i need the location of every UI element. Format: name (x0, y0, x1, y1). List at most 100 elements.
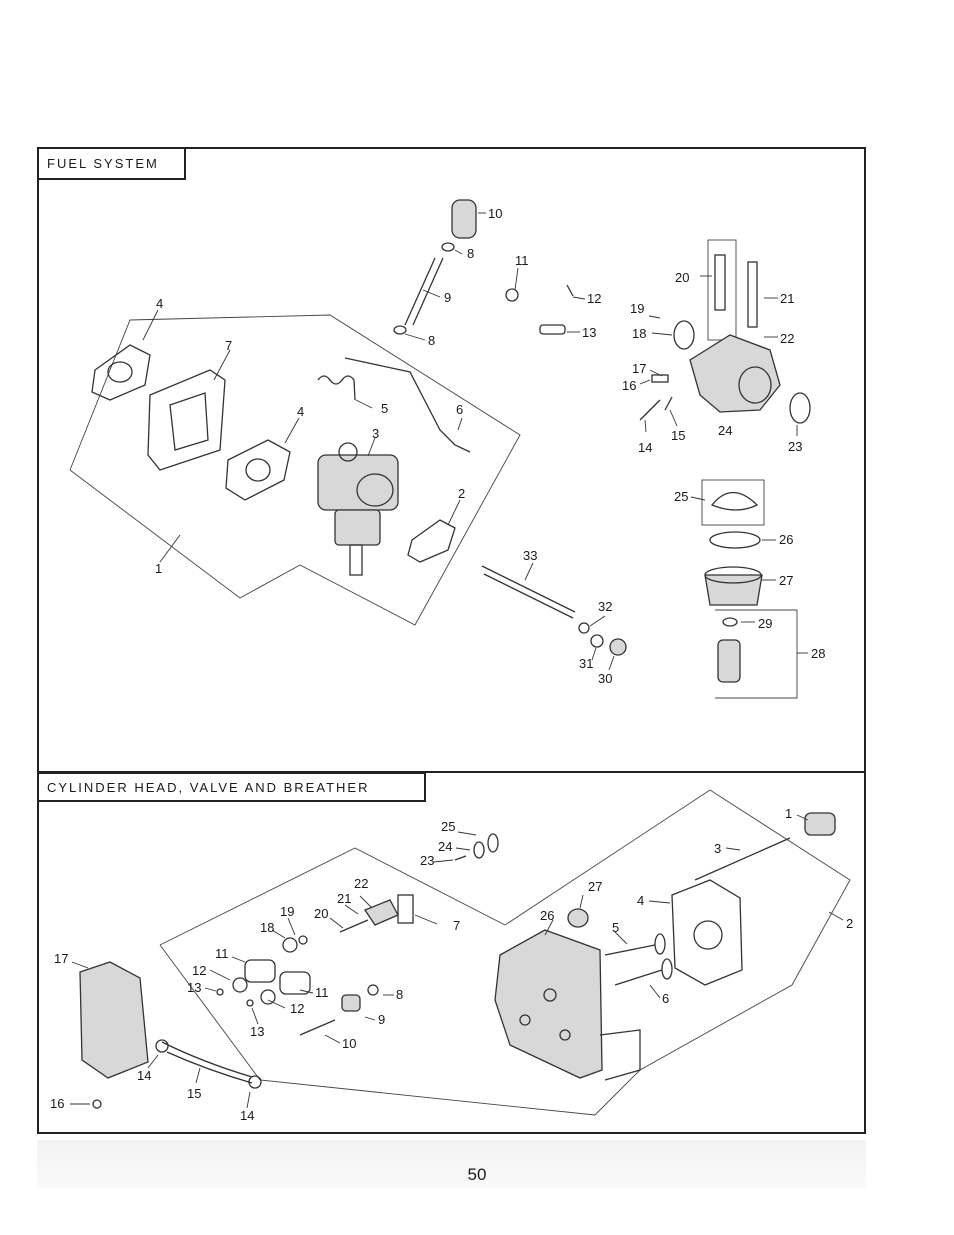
part-spring-11b (280, 972, 310, 994)
fuel-callout-22: 22 (780, 331, 794, 346)
fuel-callout-4a: 4 (156, 296, 163, 311)
cylinder-callout-labels: 1 2 3 4 5 6 7 8 9 10 11 11 12 12 13 13 1… (50, 806, 853, 1123)
part-keeper-13a (217, 989, 223, 995)
cyl-callout-14b: 14 (240, 1108, 254, 1123)
part-heat-shield (148, 370, 225, 470)
part-plate-7 (398, 895, 413, 923)
fuel-callout-28: 28 (811, 646, 825, 661)
fuel-callout-4b: 4 (297, 404, 304, 419)
part-27 (568, 909, 588, 927)
part-float (712, 493, 757, 511)
fuel-callout-33: 33 (523, 548, 537, 563)
cyl-callout-21: 21 (337, 891, 351, 906)
fuel-callout-15: 15 (671, 428, 685, 443)
fuel-callout-20: 20 (675, 270, 689, 285)
part-24 (474, 842, 484, 858)
fuel-callout-6: 6 (456, 402, 463, 417)
part-clamp-14a (156, 1040, 168, 1052)
cyl-callout-14a: 14 (137, 1068, 151, 1083)
part-keeper-13b (247, 1000, 253, 1006)
cyl-callout-8: 8 (396, 987, 403, 1002)
cyl-callout-19: 19 (280, 904, 294, 919)
fuel-callout-32: 32 (598, 599, 612, 614)
cyl-callout-24: 24 (438, 839, 452, 854)
cyl-callout-26: 26 (540, 908, 554, 923)
fuel-callout-23: 23 (788, 439, 802, 454)
part-head-gasket (672, 880, 742, 985)
fuel-callout-14: 14 (638, 440, 652, 455)
part-25 (488, 834, 498, 852)
fuel-callout-16: 16 (622, 378, 636, 393)
cyl-callout-2: 2 (846, 916, 853, 931)
cyl-callout-5: 5 (612, 920, 619, 935)
cyl-callout-13b: 13 (250, 1024, 264, 1039)
fuel-callout-2: 2 (458, 486, 465, 501)
fuel-callout-3: 3 (372, 426, 379, 441)
part-19 (299, 936, 307, 944)
fuel-callout-8b: 8 (428, 333, 435, 348)
part-breather-hose (162, 1042, 252, 1083)
fuel-callout-21: 21 (780, 291, 794, 306)
fuel-callout-13: 13 (582, 325, 596, 340)
part-12 (567, 285, 573, 296)
fuel-callout-19: 19 (630, 301, 644, 316)
part-bolt-10 (300, 1020, 335, 1035)
part-retainer-12a (233, 978, 247, 992)
part-throttle-rod (345, 358, 470, 452)
fuel-callout-11: 11 (515, 253, 529, 268)
fuel-callout-17: 17 (632, 361, 646, 376)
cyl-callout-25: 25 (441, 819, 455, 834)
part-stud (482, 566, 575, 618)
part-spring-11a (245, 960, 275, 982)
part-13 (540, 325, 565, 334)
part-8 (368, 985, 378, 995)
part-23 (455, 856, 466, 860)
cyl-callout-7: 7 (453, 918, 460, 933)
cyl-callout-9: 9 (378, 1012, 385, 1027)
fuel-callout-26: 26 (779, 532, 793, 547)
part-carburetor (318, 443, 398, 575)
fuel-system-diagram: 1 2 3 4 4 5 6 7 8 8 9 10 11 12 13 14 15 … (70, 200, 825, 698)
part-seal-18 (283, 938, 297, 952)
cyl-callout-12a: 12 (192, 963, 206, 978)
cyl-callout-1: 1 (785, 806, 792, 821)
part-gasket-right (226, 440, 290, 500)
part-push-rod (695, 838, 790, 880)
part-gasket-left (92, 345, 150, 400)
part-carb-gasket (408, 520, 455, 562)
cyl-callout-12b: 12 (290, 1001, 304, 1016)
part-solenoid (718, 640, 740, 682)
part-spring (318, 376, 355, 400)
part-16 (93, 1100, 101, 1108)
part-1 (805, 813, 835, 835)
part-washer-32 (579, 623, 589, 633)
cyl-callout-20: 20 (314, 906, 328, 921)
part-nut-30 (610, 639, 626, 655)
part-bowl-gasket (710, 532, 760, 548)
cyl-callout-6: 6 (662, 991, 669, 1006)
fuel-callout-29: 29 (758, 616, 772, 631)
part-fuel-line (405, 258, 443, 325)
fuel-callout-1: 1 (155, 561, 162, 576)
part-11 (506, 289, 518, 301)
fuel-callout-31: 31 (579, 656, 593, 671)
cyl-callout-16: 16 (50, 1096, 64, 1111)
fuel-callout-30: 30 (598, 671, 612, 686)
part-stud-20 (340, 920, 368, 932)
part-breather-cover (80, 962, 148, 1078)
fuel-callout-18: 18 (632, 326, 646, 341)
fuel-callout-7: 7 (225, 338, 232, 353)
part-valve-6 (615, 970, 662, 985)
cyl-callout-27: 27 (588, 879, 602, 894)
cyl-callout-15: 15 (187, 1086, 201, 1101)
bracket-assembly-1 (70, 315, 520, 625)
part-washer-31 (591, 635, 603, 647)
part-fuel-filter (452, 200, 476, 238)
cyl-callout-3: 3 (714, 841, 721, 856)
fuel-callout-9: 9 (444, 290, 451, 305)
cyl-callout-17: 17 (54, 951, 68, 966)
cyl-callout-10: 10 (342, 1036, 356, 1051)
part-float-bowl (705, 575, 762, 605)
part-guide-9 (342, 995, 360, 1011)
